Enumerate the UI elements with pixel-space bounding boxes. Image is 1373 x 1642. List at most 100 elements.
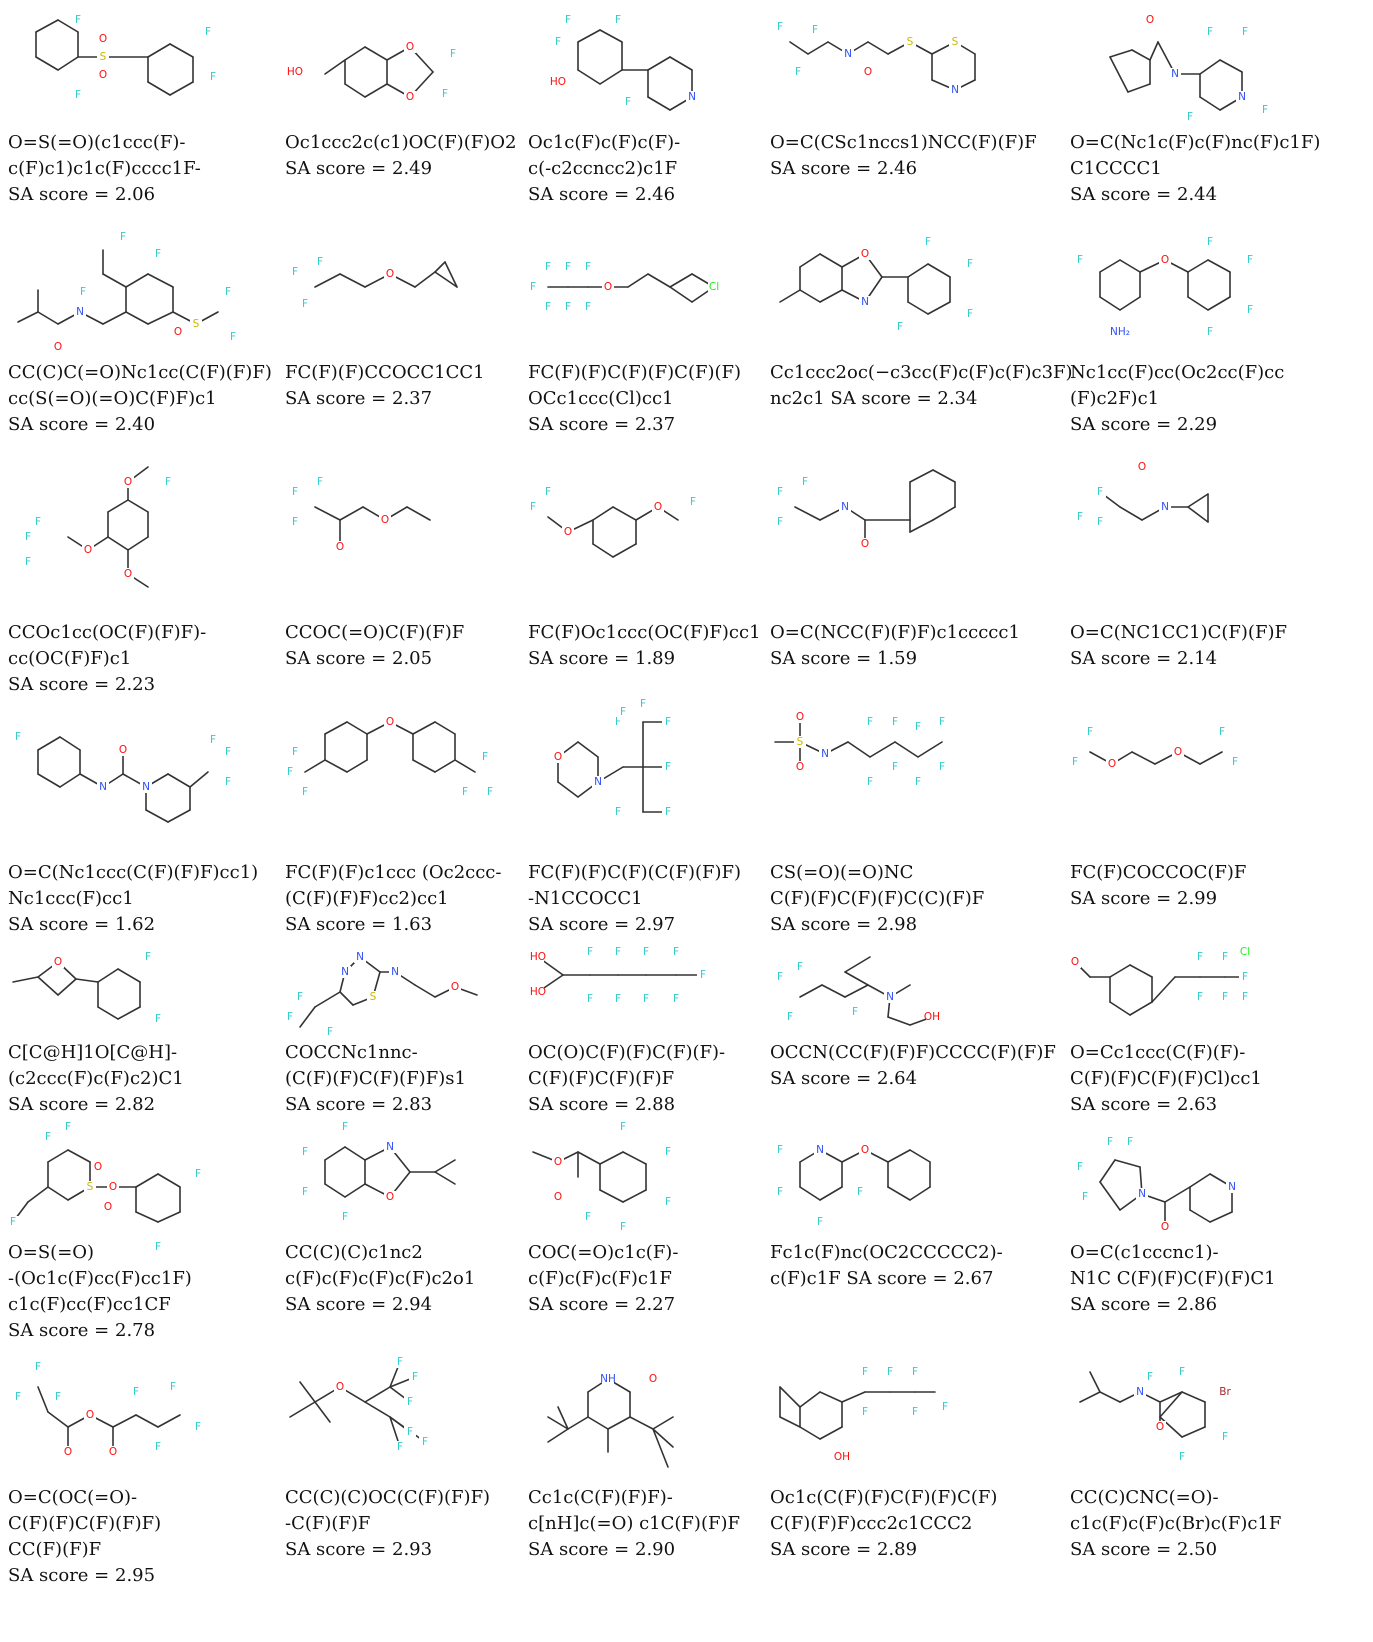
atom-label-bg bbox=[799, 476, 811, 488]
bond bbox=[434, 1171, 456, 1185]
bond bbox=[844, 984, 869, 998]
bond bbox=[1149, 41, 1159, 61]
atom-label-bg bbox=[662, 761, 674, 773]
atom-label: F bbox=[297, 991, 303, 1003]
atom-label: F bbox=[915, 776, 921, 788]
atom-label: F bbox=[545, 486, 551, 498]
atom-label: F bbox=[665, 716, 671, 728]
bond bbox=[622, 1189, 647, 1203]
atom-label: F bbox=[615, 993, 621, 1005]
atom-label-bg bbox=[1094, 486, 1106, 498]
bond bbox=[1079, 1391, 1101, 1403]
atom-label-bg bbox=[1106, 758, 1118, 770]
atom-label: F bbox=[35, 516, 41, 528]
atom-label: F bbox=[795, 66, 801, 78]
bond bbox=[314, 1401, 331, 1423]
bond bbox=[669, 273, 693, 288]
bond bbox=[117, 1006, 141, 1020]
atom-label: N bbox=[1238, 91, 1246, 103]
atom-label-bg bbox=[562, 261, 574, 273]
bond bbox=[157, 1211, 181, 1223]
bond bbox=[587, 1416, 609, 1430]
bond bbox=[324, 1146, 346, 1161]
bond bbox=[557, 1406, 569, 1430]
atom-label: F bbox=[302, 298, 308, 310]
atom-label-bg bbox=[612, 946, 624, 958]
bond bbox=[652, 1428, 674, 1448]
atom-label-bg bbox=[122, 568, 134, 580]
atom-label: F bbox=[802, 476, 808, 488]
bond bbox=[1187, 296, 1209, 311]
bond bbox=[799, 289, 821, 303]
atom-label: NH bbox=[600, 1373, 616, 1385]
bond bbox=[1131, 751, 1156, 765]
atom-label-bg bbox=[172, 326, 184, 338]
bond bbox=[1109, 49, 1133, 58]
atom-label: F bbox=[620, 706, 626, 718]
atom-label: F bbox=[665, 806, 671, 818]
bond bbox=[47, 1186, 69, 1201]
molecule-caption: O=S(=O) -(Oc1c(F)cc(F)cc1F) c1c(F)cc(F)c… bbox=[8, 1242, 192, 1341]
bond bbox=[819, 289, 843, 303]
atom-label: F bbox=[1097, 516, 1103, 528]
atom-label: F bbox=[487, 786, 493, 798]
atom-label-bg bbox=[849, 1006, 861, 1018]
atom-label: F bbox=[942, 1401, 948, 1413]
atom-label-bg bbox=[289, 516, 301, 528]
atom-label-bg bbox=[289, 266, 301, 278]
atom-label: F bbox=[75, 89, 81, 101]
atom-label: F bbox=[462, 786, 468, 798]
atom-label: O bbox=[99, 69, 107, 81]
atom-label-bg bbox=[207, 71, 219, 83]
bond bbox=[1159, 1391, 1183, 1418]
atom-label-bg bbox=[662, 1196, 674, 1208]
bond bbox=[577, 69, 601, 85]
atom-label-bg bbox=[1074, 1161, 1086, 1173]
atom-label-bg bbox=[542, 486, 554, 498]
bond bbox=[344, 1146, 366, 1161]
atom-label-bg bbox=[52, 956, 64, 968]
bond bbox=[344, 1183, 366, 1198]
bond bbox=[412, 721, 436, 735]
atom-label: F bbox=[625, 96, 631, 108]
atom-label: F bbox=[75, 14, 81, 26]
atom-label-bg bbox=[72, 89, 84, 101]
bond bbox=[414, 984, 436, 998]
atom-label-bg bbox=[1176, 1366, 1188, 1378]
bond bbox=[1164, 1186, 1191, 1203]
bond bbox=[599, 1189, 624, 1203]
atom-label-bg bbox=[1134, 1386, 1146, 1398]
molecule-caption: O=C(Nc1c(F)c(F)nc(F)c1F) C1CCCC1 SA scor… bbox=[1070, 132, 1321, 205]
bond bbox=[147, 273, 174, 288]
bond bbox=[414, 271, 436, 288]
atom-label-bg bbox=[1114, 326, 1126, 338]
atom-label-bg bbox=[404, 1396, 416, 1408]
atom-label: F bbox=[15, 731, 21, 743]
atom-label: F bbox=[1179, 1451, 1185, 1463]
molecule-caption: FC(F)(F)C(F)(C(F)(F)F) -N1CCOCC1 SA scor… bbox=[528, 862, 742, 935]
bond bbox=[1207, 296, 1231, 311]
molecule-caption: Oc1c(F)c(F)c(F)- c(-c2ccncc2)c1F SA scor… bbox=[528, 132, 681, 205]
atom-label-bg bbox=[122, 476, 134, 488]
atom-label-bg bbox=[926, 1011, 938, 1023]
atom-label-bg bbox=[107, 1446, 119, 1458]
bond bbox=[1109, 1001, 1131, 1016]
atom-label-bg bbox=[854, 1186, 866, 1198]
bond bbox=[314, 273, 341, 288]
bond bbox=[819, 1391, 843, 1403]
bond bbox=[819, 1186, 843, 1201]
bond bbox=[869, 741, 896, 758]
atom-label-bg bbox=[7, 1216, 19, 1228]
bond bbox=[59, 773, 81, 788]
atom-label-bg bbox=[647, 1373, 659, 1385]
atom-label-bg bbox=[1079, 1191, 1091, 1203]
atom-label: F bbox=[673, 993, 679, 1005]
